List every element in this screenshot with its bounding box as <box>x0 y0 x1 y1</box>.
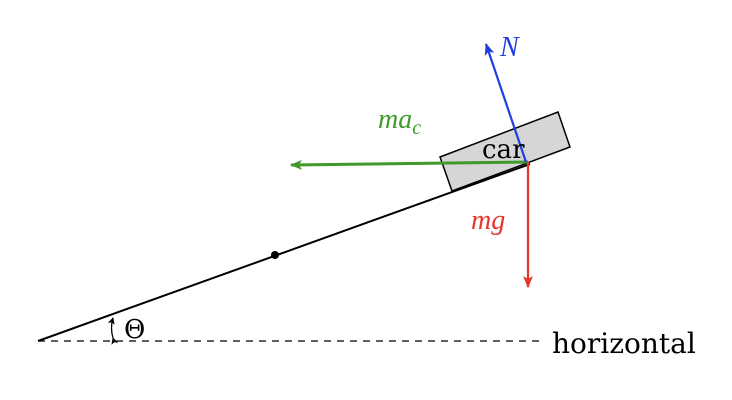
horizontal-label: horizontal <box>552 327 696 360</box>
centripetal-force-label-subscript: c <box>412 117 421 139</box>
gravity-force-label: mg <box>471 205 505 236</box>
normal-force-arrow <box>484 43 528 163</box>
car-block <box>439 111 571 192</box>
angle-arc <box>107 317 119 345</box>
normal-force-label: N <box>499 32 520 63</box>
centripetal-force-label-main: ma <box>378 104 412 135</box>
centripetal-force-label: mac <box>378 104 421 139</box>
car-label: car <box>482 135 525 165</box>
angle-label: Θ <box>124 315 145 345</box>
centripetal-force-arrow <box>290 159 529 170</box>
incline-midpoint-dot <box>271 251 279 259</box>
banked-road-incline <box>37 163 531 342</box>
